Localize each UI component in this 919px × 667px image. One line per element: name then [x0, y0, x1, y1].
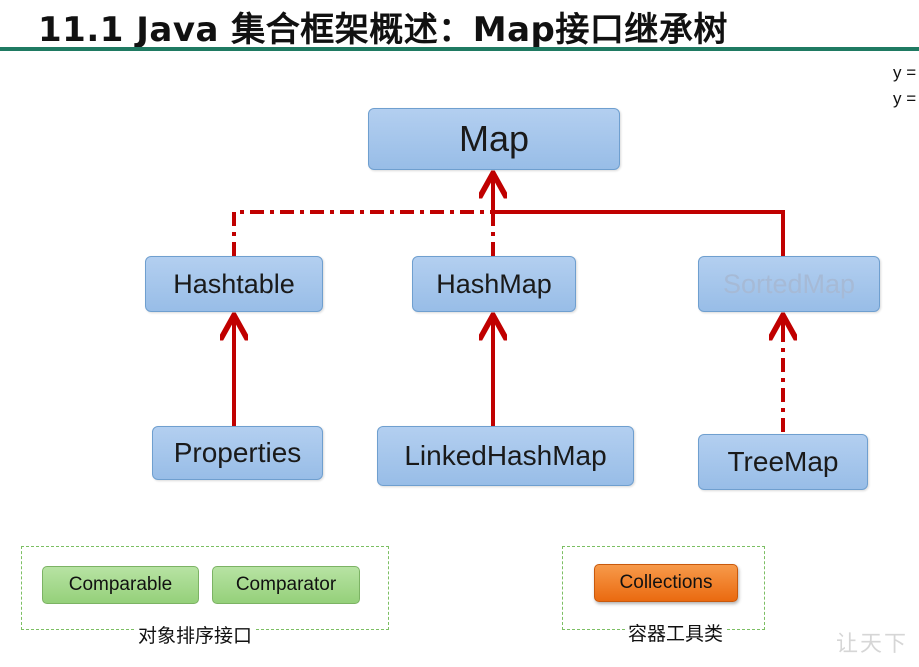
page-title: 11.1 Java 集合框架概述：Map接口继承树	[38, 10, 728, 50]
edge-sortedmap-map	[493, 210, 785, 256]
node-hashmap[interactable]: HashMap	[412, 256, 576, 312]
node-hashtable[interactable]: Hashtable	[145, 256, 323, 312]
comparator-button[interactable]: Comparator	[212, 566, 360, 604]
node-treemap[interactable]: TreeMap	[698, 434, 868, 490]
corner-text-2: y =	[893, 89, 917, 108]
ordering-interfaces-caption: 对象排序接口	[135, 621, 256, 648]
comparable-button[interactable]: Comparable	[42, 566, 199, 604]
node-map[interactable]: Map	[368, 108, 620, 170]
node-sortedmap[interactable]: SortedMap	[698, 256, 880, 312]
node-linkedhashmap[interactable]: LinkedHashMap	[377, 426, 634, 486]
collections-button[interactable]: Collections	[594, 564, 738, 602]
title-divider	[0, 47, 919, 51]
watermark: 让天下	[836, 632, 909, 657]
node-properties[interactable]: Properties	[152, 426, 323, 480]
corner-text-1: y =	[893, 63, 917, 82]
edge-hashtable-map	[232, 210, 493, 256]
container-tools-caption: 容器工具类	[625, 619, 727, 646]
